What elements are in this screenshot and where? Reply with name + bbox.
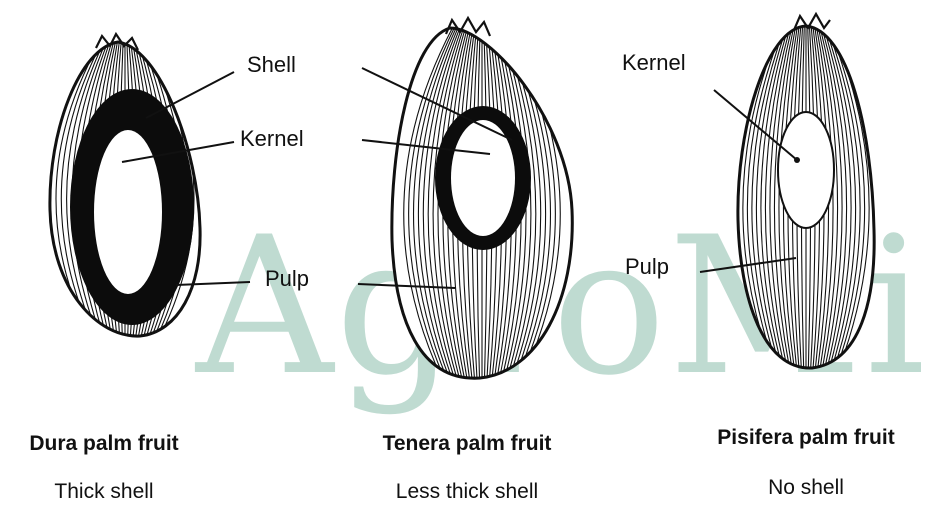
pisifera-fruit-drawing — [738, 14, 874, 372]
dura-kernel — [94, 130, 162, 294]
callout-pisifera-kernel: Kernel — [622, 50, 686, 76]
dura-fruit-drawing — [50, 34, 200, 340]
caption-dura-name: Dura palm fruit — [29, 432, 178, 456]
caption-dura-shell: Thick shell — [54, 480, 153, 504]
caption-pisifera-shell: No shell — [768, 476, 844, 500]
caption-tenera-shell: Less thick shell — [396, 480, 538, 504]
callout-shell: Shell — [247, 52, 296, 78]
pisifera-kernel — [778, 112, 834, 228]
callout-kernel: Kernel — [240, 126, 304, 152]
tenera-fruit-drawing — [392, 18, 572, 382]
caption-tenera-name: Tenera palm fruit — [383, 432, 552, 456]
callout-pulp: Pulp — [265, 266, 309, 292]
callout-pisifera-pulp: Pulp — [625, 254, 669, 280]
caption-pisifera-name: Pisifera palm fruit — [717, 426, 894, 450]
